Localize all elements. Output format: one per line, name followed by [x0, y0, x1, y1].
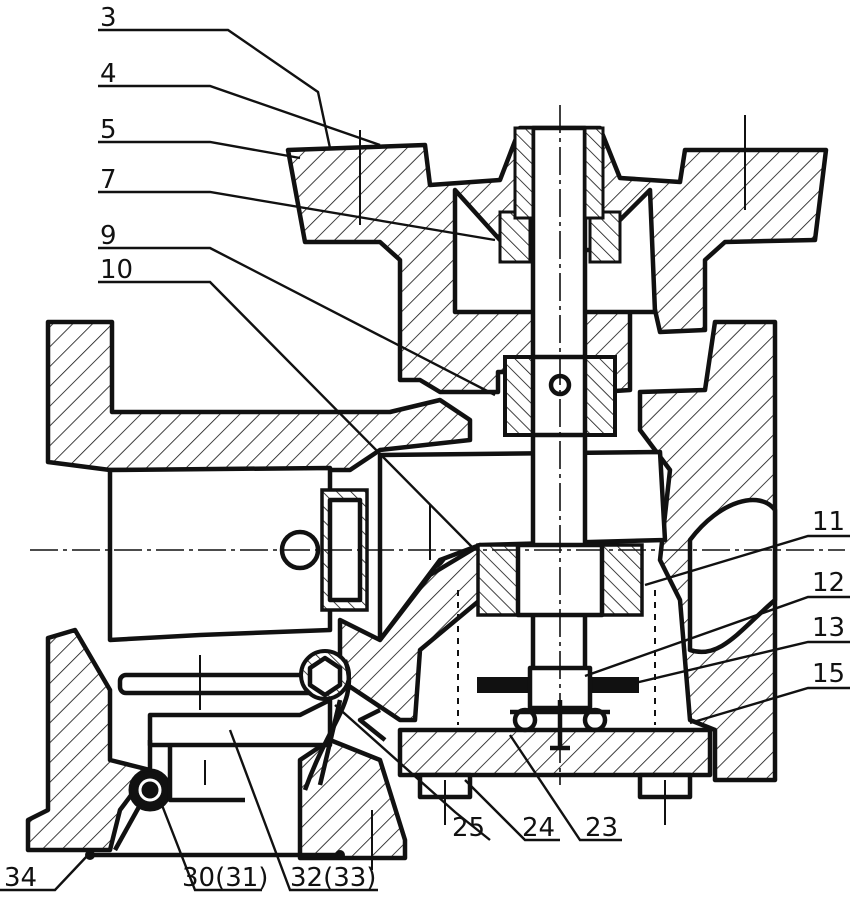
lever-assembly: [85, 649, 387, 860]
callout-24: 24: [522, 813, 555, 843]
callout-15: 15: [812, 659, 845, 689]
callout-13: 13: [812, 613, 845, 643]
callout-5: 5: [100, 115, 117, 145]
callout-34: 34: [4, 863, 37, 893]
callout-9: 9: [100, 221, 117, 251]
callout-3: 3: [100, 3, 117, 33]
callout-7: 7: [100, 165, 117, 195]
callout-32-33: 32(33): [290, 863, 376, 893]
callout-23: 23: [585, 813, 618, 843]
callout-4: 4: [100, 59, 117, 89]
callout-12: 12: [812, 568, 845, 598]
center-lines: [30, 105, 845, 785]
callout-labels: 3 4 5 7 9 10 11 12 13 15 25 24 23 34 30(…: [4, 3, 845, 893]
stem-assembly: [457, 125, 656, 751]
callout-25: 25: [452, 813, 485, 843]
callout-11: 11: [812, 507, 845, 537]
valve-body: [25, 319, 778, 861]
callout-30-31: 30(31): [182, 863, 268, 893]
leader-lines: [0, 28, 850, 892]
callout-10: 10: [100, 255, 133, 285]
